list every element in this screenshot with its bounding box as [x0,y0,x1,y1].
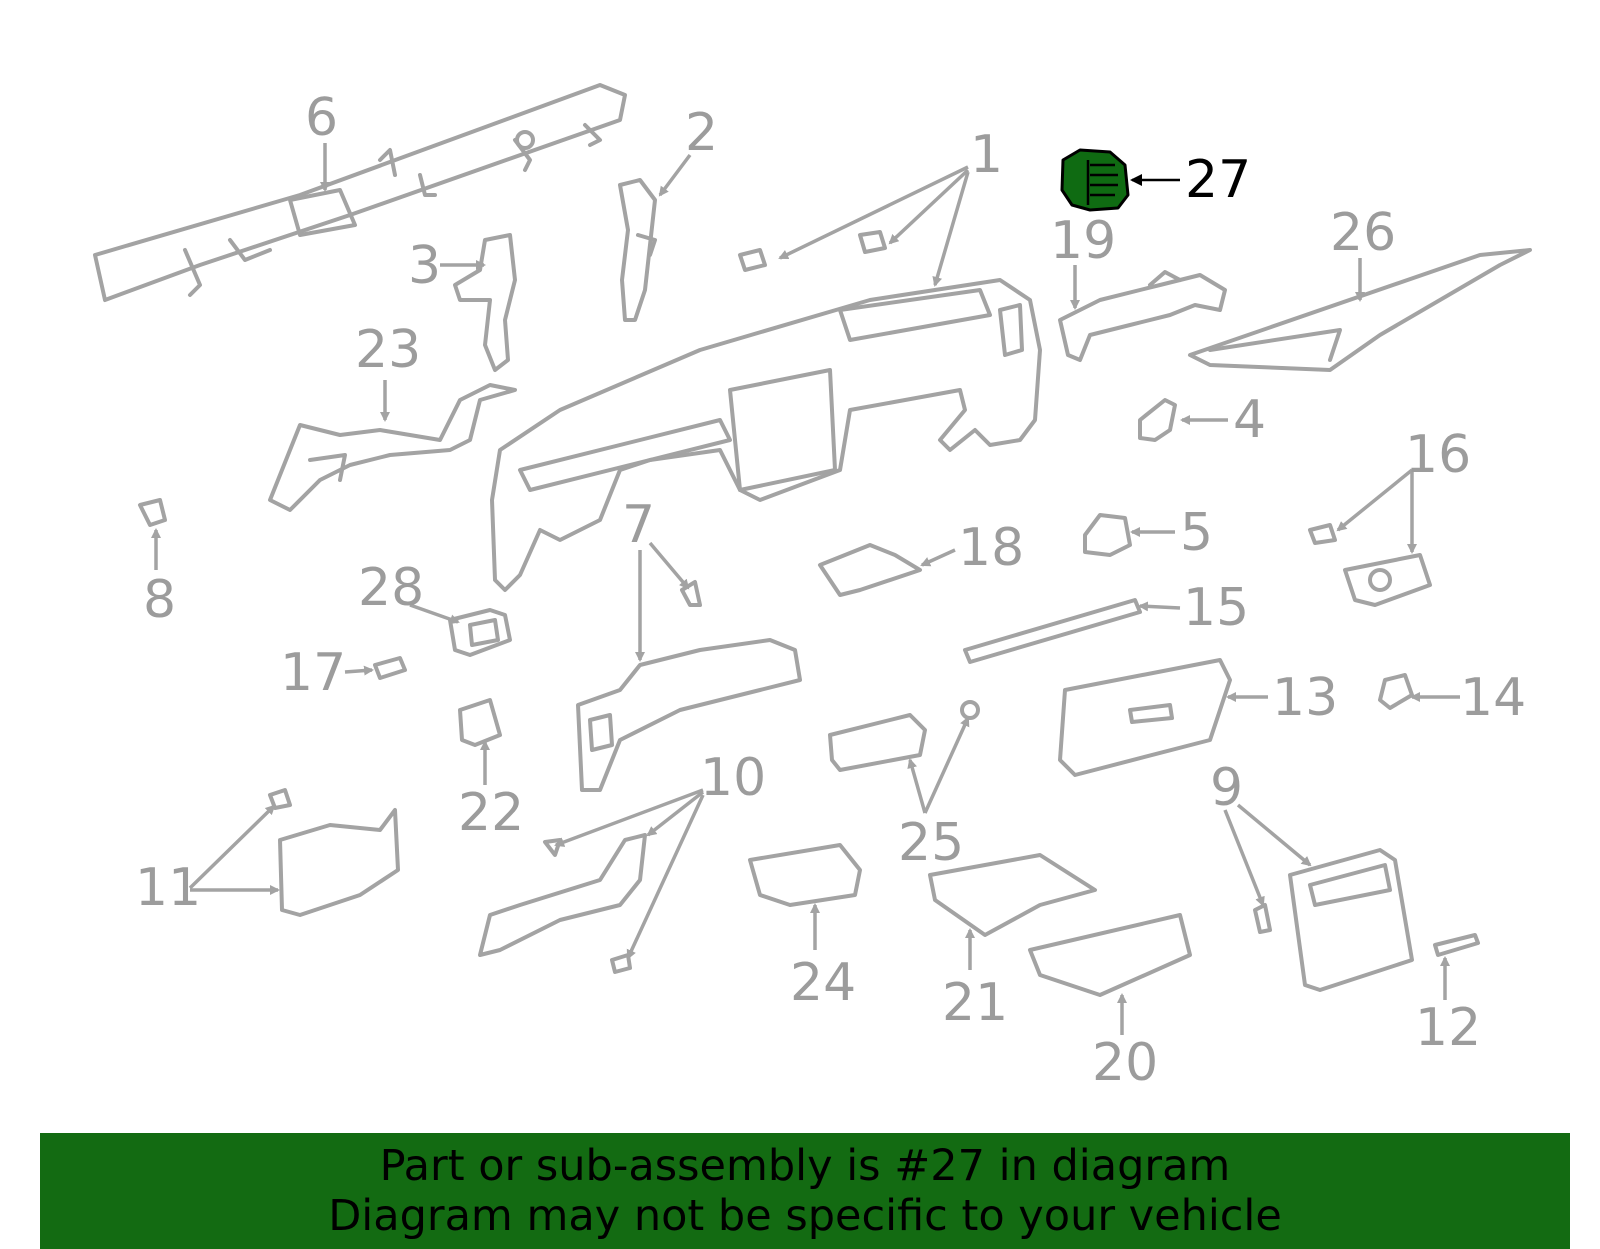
callout-7: 7 [622,495,655,555]
callout-23: 23 [355,320,421,380]
callout-26: 26 [1330,203,1396,263]
part-1-instrument-panel[interactable] [490,230,1042,592]
callout-25: 25 [898,813,964,873]
callout-11: 11 [135,858,201,918]
callout-27: 27 [1185,150,1251,210]
callout-14: 14 [1460,668,1526,728]
part-10-lower-panel[interactable] [478,833,647,974]
callout-12: 12 [1415,998,1481,1058]
part-23-bracket[interactable] [268,383,517,512]
part-4-clip[interactable] [1138,398,1177,442]
callout-18: 18 [958,518,1024,578]
callout-15: 15 [1183,578,1249,638]
part-13-glove-box-door[interactable] [1058,658,1232,777]
callout-3: 3 [408,236,441,296]
callout-28: 28 [358,558,424,618]
callout-10: 10 [700,748,766,808]
part-26-cover[interactable] [1188,248,1532,372]
callout-9: 9 [1210,758,1243,818]
part-20-box[interactable] [1028,913,1192,997]
callout-19: 19 [1050,211,1116,271]
part-7-cluster-finish-panel[interactable] [576,580,802,792]
part-24-storage-pocket[interactable] [748,843,862,907]
part-3-bracket[interactable] [453,233,517,372]
part-28-air-vent[interactable] [448,608,512,657]
callout-17: 17 [280,643,346,703]
part-21-tray[interactable] [928,853,1097,937]
callout-6: 6 [305,88,338,148]
info-banner: Part or sub-assembly is #27 in diagram D… [40,1133,1570,1249]
part-16-trim-panel[interactable] [1308,523,1432,607]
leader-arrows [151,143,1460,1035]
part-9-center-bezel[interactable] [1253,848,1414,992]
part-15-rod[interactable] [963,598,1142,664]
callout-21: 21 [942,973,1008,1033]
callout-20: 20 [1092,1033,1158,1093]
part-14-knob[interactable] [1378,673,1414,710]
callout-22: 22 [458,783,524,843]
part-8-clip[interactable] [138,498,167,527]
part-27-air-vent-highlighted[interactable] [1060,148,1130,212]
banner-line-part-number: Part or sub-assembly is #27 in diagram [379,1141,1231,1191]
part-19-duct[interactable] [1058,270,1227,362]
part-6-instrument-panel-reinforcement[interactable] [93,83,627,302]
part-2-bracket[interactable] [618,178,657,322]
part-5-clip[interactable] [1083,513,1132,557]
part-25-ash-receptacle[interactable] [828,700,980,772]
part-22-switch[interactable] [458,698,502,747]
part-12-screw[interactable] [1433,933,1480,957]
callout-4: 4 [1233,390,1266,450]
callout-1: 1 [970,125,1003,185]
callout-5: 5 [1180,503,1213,563]
callout-labels: 6 2 1 27 19 26 3 23 4 16 7 5 18 8 28 15 … [135,88,1526,1093]
part-17-clip[interactable] [373,656,407,680]
callout-2: 2 [685,103,718,163]
callout-13: 13 [1272,668,1338,728]
part-18-duct[interactable] [818,543,922,597]
part-11-lower-cover[interactable] [268,788,400,917]
banner-line-disclaimer: Diagram may not be specific to your vehi… [328,1191,1282,1241]
callout-8: 8 [143,570,176,630]
callout-24: 24 [790,953,856,1013]
callout-16: 16 [1405,425,1471,485]
